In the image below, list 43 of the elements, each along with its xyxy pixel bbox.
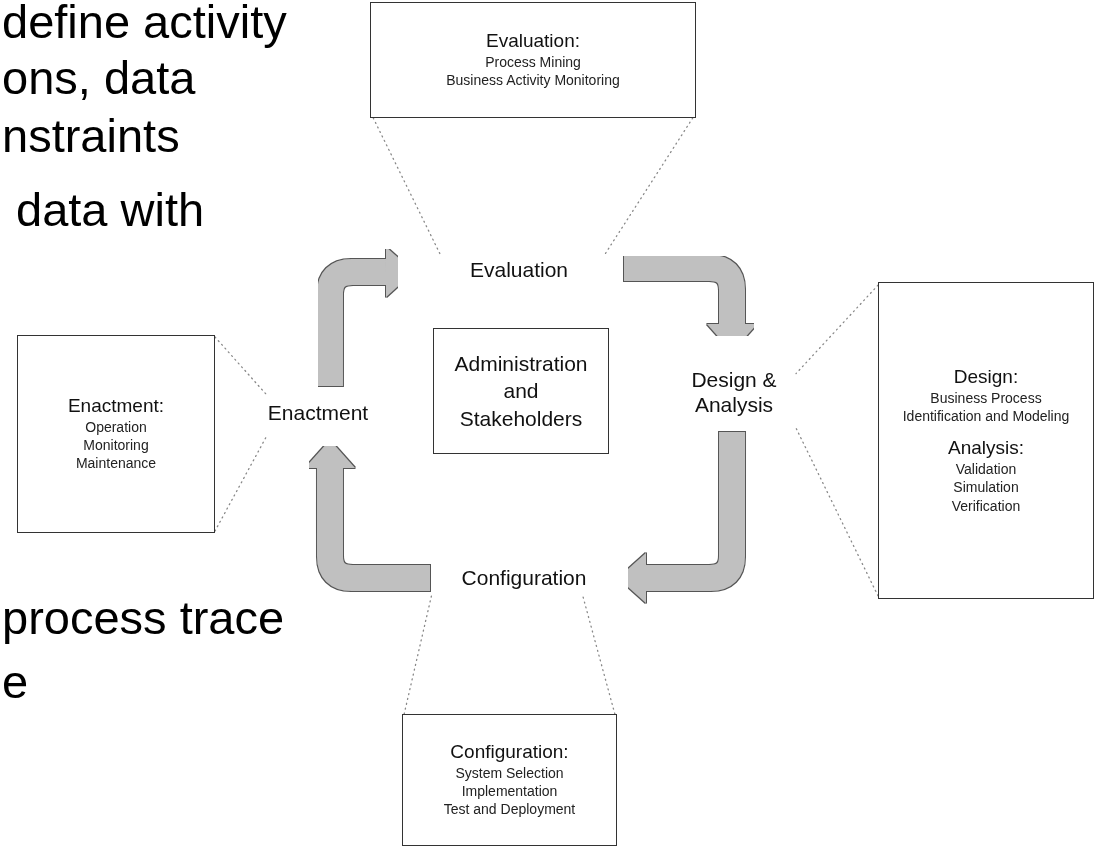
detail-box [17, 335, 215, 533]
heading-text: Design: [953, 366, 1019, 390]
slide-text: e [2, 654, 29, 710]
item-text: Validation [954, 460, 1018, 479]
item-text: Process Mining [484, 53, 582, 72]
slide-text: data with [16, 182, 205, 238]
leader-line [604, 117, 694, 255]
leader-line [403, 593, 433, 715]
slide-text: nstraints [2, 108, 180, 164]
heading-text: Analysis: [948, 437, 1024, 461]
detail-box [370, 2, 696, 118]
block-arrow [618, 432, 745, 603]
slide-text: define activity [2, 0, 287, 50]
item-text: Maintenance [74, 454, 158, 473]
item-text: Simulation [952, 478, 1020, 497]
leader-line [795, 284, 879, 375]
item-text: Verification [950, 496, 1022, 515]
item-text: Business Activity Monitoring [445, 71, 621, 90]
slide-text: ons, data [2, 50, 196, 106]
block-arrow [624, 255, 757, 352]
heading-text: Enactment: [67, 395, 165, 419]
leader-line [214, 436, 267, 532]
leader-line [372, 117, 441, 255]
block-arrow [304, 440, 430, 591]
item-text: Monitoring [82, 436, 150, 455]
item-text: System Selection [454, 764, 565, 783]
item-text: Operation [84, 418, 148, 437]
item-text: Implementation [460, 782, 559, 801]
item-text: Business Process Identification and Modeling [901, 389, 1071, 426]
detail-box [402, 714, 617, 846]
item-text: Test and Deployment [442, 800, 577, 819]
label-text: Enactment [267, 400, 369, 426]
label-text: Configuration [461, 565, 587, 591]
leader-line [214, 336, 267, 395]
block-arrow [316, 246, 414, 386]
label-text: Administration and Stakeholders [453, 351, 589, 432]
detail-box [878, 282, 1094, 599]
heading-text: Configuration: [450, 741, 569, 765]
center-box [433, 328, 609, 454]
label-text: Evaluation [469, 257, 569, 283]
slide-text: process trace [2, 590, 285, 646]
label-text: Design & Analysis [690, 366, 778, 418]
heading-text: Evaluation: [486, 30, 580, 54]
